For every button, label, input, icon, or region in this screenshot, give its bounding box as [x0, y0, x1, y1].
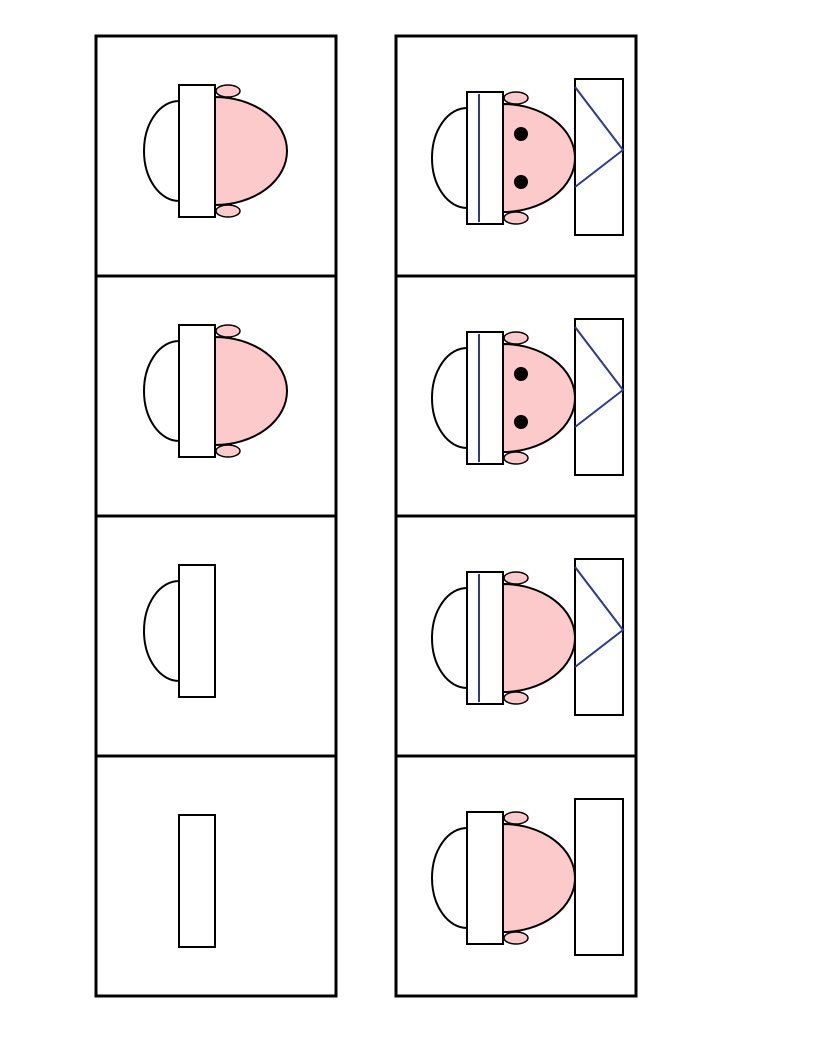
hat-band: [178, 814, 216, 948]
frame: [94, 754, 338, 998]
ear-bottom: [503, 931, 529, 945]
frame-border: [94, 754, 338, 998]
collar: [574, 558, 624, 716]
right-strip: [394, 34, 638, 998]
eye-bottom: [514, 415, 528, 429]
head-back: [431, 347, 468, 449]
ear-bottom: [215, 444, 241, 458]
collar: [574, 798, 624, 956]
eye-bottom: [514, 175, 528, 189]
collar: [574, 318, 624, 476]
collar-v-stripe: [574, 86, 625, 188]
frame: [394, 514, 638, 758]
left-strip: [94, 34, 338, 998]
collar-v-stripe: [574, 326, 625, 428]
collar-v-stripe: [574, 566, 625, 668]
hat-band: [178, 564, 216, 698]
head-back: [431, 107, 468, 209]
frame: [94, 514, 338, 758]
ear-top: [503, 331, 529, 345]
hat-band: [466, 571, 504, 705]
frame: [394, 34, 638, 278]
eye-top: [514, 127, 528, 141]
frame: [394, 754, 638, 998]
ear-top: [503, 811, 529, 825]
ear-bottom: [503, 451, 529, 465]
head-back: [143, 340, 180, 442]
frame-border: [394, 754, 638, 998]
head-back: [143, 580, 180, 682]
head-back: [431, 827, 468, 929]
hat-band: [466, 331, 504, 465]
eye-top: [514, 367, 528, 381]
head-back: [143, 100, 180, 202]
ear-top: [503, 91, 529, 105]
ear-bottom: [503, 211, 529, 225]
ear-bottom: [503, 691, 529, 705]
ear-bottom: [215, 204, 241, 218]
ear-top: [503, 571, 529, 585]
face: [214, 335, 288, 447]
ear-top: [215, 324, 241, 338]
frame: [394, 274, 638, 518]
hat-band: [178, 324, 216, 458]
hat-band: [466, 91, 504, 225]
head-back: [431, 587, 468, 689]
collar: [574, 78, 624, 236]
hat-band: [178, 84, 216, 218]
frame: [94, 34, 338, 278]
hat-band: [466, 811, 504, 945]
ear-top: [215, 84, 241, 98]
face: [214, 95, 288, 207]
